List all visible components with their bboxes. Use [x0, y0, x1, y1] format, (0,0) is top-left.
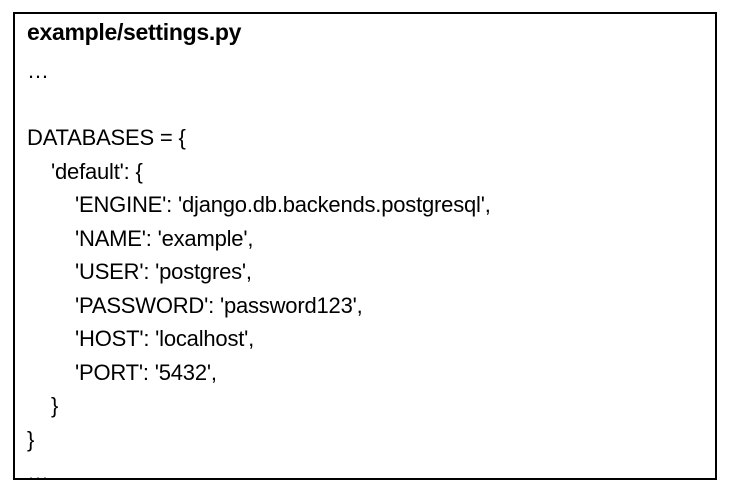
code-line-13: …	[27, 460, 49, 485]
file-title: example/settings.py	[27, 19, 242, 45]
code-line-9: 'HOST': 'localhost',	[75, 326, 255, 351]
code-line-7: 'USER': 'postgres',	[75, 259, 252, 284]
code-listing-box: example/settings.py … DATABASES = { 'def…	[13, 12, 717, 485]
code-line-4: 'default': {	[51, 158, 143, 184]
code-line-5: 'ENGINE': 'django.db.backends.postgresql…	[75, 192, 491, 217]
code-line-11: }	[51, 393, 59, 418]
code-line-12: }	[27, 426, 35, 452]
code-line-3: DATABASES = {	[27, 125, 186, 150]
code-block: … DATABASES = { 'default': { 'ENGINE': '…	[27, 54, 491, 490]
code-line-6: 'NAME': 'example',	[75, 225, 254, 251]
code-line-2	[27, 88, 491, 122]
code-line-8: 'PASSWORD': 'password123',	[75, 292, 363, 318]
code-line-10: 'PORT': '5432',	[75, 359, 217, 385]
code-line-1: …	[27, 58, 49, 83]
